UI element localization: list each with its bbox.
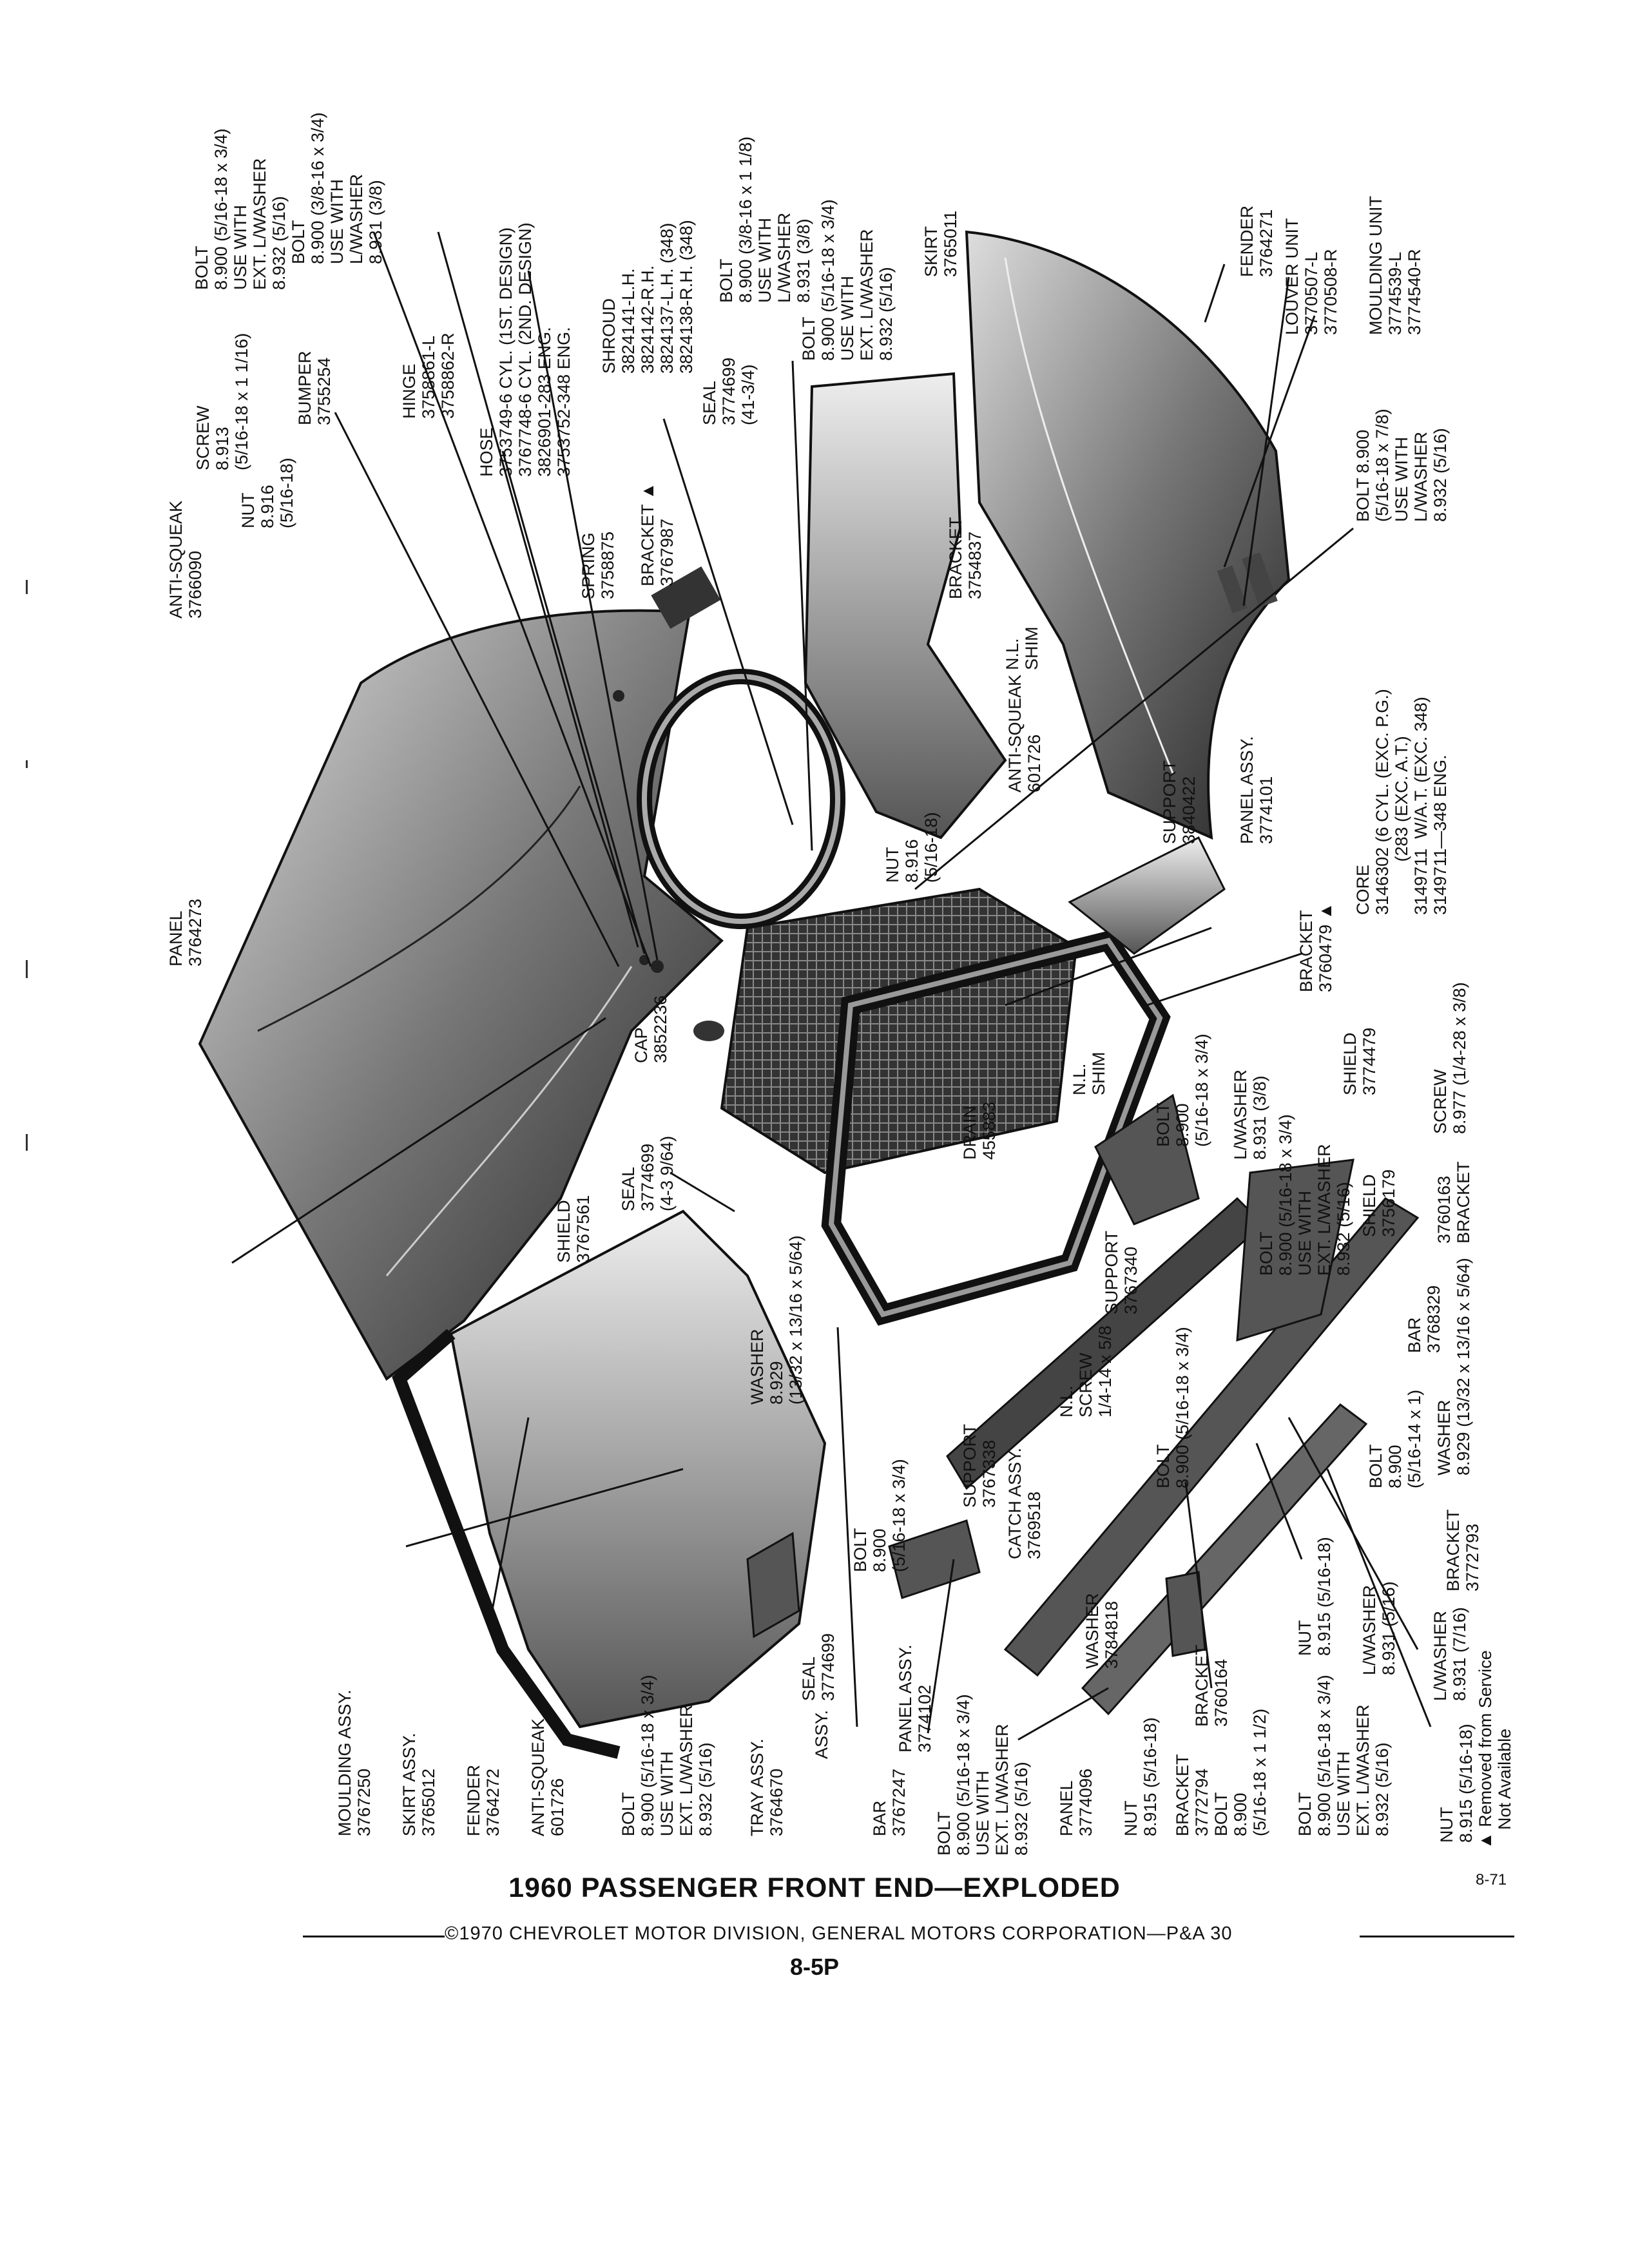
label-antisqueak-601726-top: ANTI-SQUEAK 601726	[1005, 674, 1044, 793]
label-bracket-3760163: 3760163 BRACKET	[1434, 1161, 1473, 1244]
label-seal-bottom: SEAL 3774699	[799, 1633, 838, 1701]
label-bolt-bottom2: BOLT 8.900 (5/16-18 x 3/4) USE WITH EXT.…	[934, 1694, 1031, 1856]
label-shield-3756179: SHIELD 3756179	[1360, 1169, 1398, 1237]
label-bolt-mid: BOLT 8.900 (5/16-18 x 3/4)	[1153, 1033, 1211, 1147]
label-bracket-3760479: BRACKET 3760479 ▲	[1296, 902, 1335, 992]
label-nut-bottom2: NUT 8.915 (5/16-18)	[1437, 1724, 1476, 1843]
label-nut-bottom: NUT 8.915 (5/16-18)	[1121, 1717, 1160, 1836]
leader-lines	[231, 231, 1432, 1741]
label-bumper: BUMPER 3755254	[295, 351, 334, 425]
fender-right	[965, 230, 1291, 840]
scan-mark	[26, 580, 28, 594]
label-skirt-bottom: SKIRT ASSY. 3765012	[400, 1733, 438, 1836]
label-fender-top: FENDER 3764271	[1237, 205, 1276, 277]
label-bolt-top: BOLT 8.900 (5/16-18 x 3/4) USE WITH EXT.…	[192, 128, 289, 290]
page-code: 8-71	[1476, 1871, 1507, 1888]
label-shield-3774479: SHIELD 3774479	[1340, 1027, 1379, 1095]
label-antisqueak-bottom: ANTI-SQUEAK 601726	[528, 1718, 567, 1836]
label-skirt: SKIRT 3765011	[921, 210, 960, 277]
label-panel-3774096: PANEL 3774096	[1057, 1768, 1095, 1836]
footer-rule-left	[303, 1936, 445, 1937]
footer-copyright: ©1970 CHEVROLET MOTOR DIVISION, GENERAL …	[445, 1923, 1233, 1944]
page-number: 8-5P	[789, 1954, 840, 1980]
label-nut-top: NUT 8.916 (5/16-18)	[238, 457, 296, 528]
label-assy: ASSY.	[812, 1709, 831, 1759]
label-support-3767338: SUPPORT 3767338	[960, 1423, 999, 1508]
fender-left	[392, 1209, 827, 1759]
label-support-3767340: SUPPORT 3767340	[1102, 1230, 1141, 1314]
label-moulding: MOULDING ASSY. 3767250	[335, 1689, 374, 1836]
label-bolt-bottom3: BOLT 8.900 (5/16-18 x 3/4) USE WITH EXT.…	[1295, 1675, 1392, 1836]
label-antisqueak-top: ANTI-SQUEAK 3766090	[166, 500, 205, 619]
label-cap: CAP 3852236	[631, 995, 670, 1063]
label-washer-929-right: WASHER 8.929 (13/32 x 13/16 x 5/64)	[1434, 1258, 1473, 1475]
label-bolt-bottom1: BOLT 8.900 (5/16-18 x 3/4) USE WITH EXT.…	[619, 1675, 715, 1836]
label-screw-top: SCREW 8.913 (5/16-18 x 1 1/16)	[193, 332, 251, 470]
label-bar-3767247: BAR 3767247	[870, 1768, 909, 1836]
label-washer-3784818: WASHER 3784818	[1083, 1593, 1121, 1669]
label-spring: SPRING 3758875	[579, 531, 617, 599]
label-panel-3774102: PANEL ASSY. 3774102	[896, 1644, 934, 1753]
label-seal-top: SEAL 3774699 (41-3/4)	[700, 357, 758, 425]
label-moulding-unit: MOULDING UNIT 3774539-L 3774540-R	[1366, 196, 1424, 335]
label-bolt-top2: BOLT 8.900 (3/8-16 x 3/4) USE WITH L/WAS…	[289, 112, 385, 264]
scan-mark	[26, 760, 28, 768]
page-title: 1960 PASSENGER FRONT END—EXPLODED	[508, 1872, 1121, 1903]
radiator-core	[720, 887, 1078, 1175]
label-drain: DRAIN 455883	[960, 1101, 999, 1160]
label-lwasher-931b: L/WASHER 8.931 (7/16)	[1431, 1607, 1469, 1701]
label-nl-screw: N.L. SCREW 1/4-14 x 5/8	[1057, 1325, 1115, 1418]
label-hose: HOSE 3753749-6 CYL. (1ST. DESIGN) 376774…	[477, 222, 574, 477]
label-bracket-3772794: BRACKET 3772794 BOLT 8.900 (5/16-18 x 1 …	[1173, 1708, 1269, 1836]
label-bolt-right: BOLT 8.900 (5/16-18 x 7/8) USE WITH L/WA…	[1353, 408, 1450, 522]
label-screw-977: SCREW 8.977 (1/4-28 x 3/8)	[1431, 982, 1469, 1134]
label-nl-shim-top: N.L. SHIM	[1003, 626, 1041, 671]
label-washer-929-left: WASHER 8.929 (13/32 x 13/16 x 5/64)	[747, 1235, 805, 1405]
scan-mark	[26, 1134, 28, 1151]
label-shield-3767561: SHIELD 3767561	[554, 1195, 593, 1263]
legend: ▲ Removed from Service Not Available	[1476, 1650, 1514, 1849]
label-bolt-bar2: BOLT 8.900 (5/16-14 x 1)	[1366, 1389, 1424, 1488]
label-catch: CATCH ASSY. 3769518	[1005, 1447, 1044, 1559]
label-bracket-3754837: BRACKET 3754837	[946, 517, 985, 599]
label-lwasher-931: L/WASHER 8.931 (5/16)	[1360, 1581, 1398, 1675]
label-bracket-3772793: BRACKET 3772793	[1443, 1509, 1482, 1591]
label-bolt-shroud2: BOLT 8.900 (5/16-18 x 3/4) USE WITH EXT.…	[799, 199, 896, 361]
lower-bars	[946, 1196, 1420, 1716]
label-panel-3774101: PANEL ASSY. 3774101	[1237, 736, 1276, 844]
label-shroud: SHROUD 3824141-L.H. 3824142-R.H. 3824137…	[599, 220, 696, 374]
label-bracket-top: BRACKET ▲ 3767987	[638, 482, 677, 586]
label-nut-middle: NUT 8.916 (5/16-18)	[883, 812, 941, 883]
skirt-right	[804, 372, 1007, 840]
label-support-3840422: SUPPORT 3840422	[1160, 760, 1199, 844]
shroud	[637, 669, 845, 929]
label-fender-bottom: FENDER 3764272	[464, 1764, 503, 1836]
label-seal-mid: SEAL 3774699 (4-3 9/64)	[619, 1135, 677, 1211]
label-nl-shim-mid: N.L. SHIM	[1070, 1052, 1108, 1096]
label-hinge: HINGE 3758861-L 3758862-R	[400, 332, 458, 419]
label-bolt-mid2: BOLT 8.900 (5/16-18 x 3/4) USE WITH EXT.…	[1257, 1114, 1353, 1276]
footer-rule-right	[1360, 1936, 1514, 1937]
hood-panel	[198, 609, 724, 1381]
label-nut-915: NUT 8.915 (5/16-18)	[1295, 1537, 1334, 1656]
label-bolt-catch: BOLT 8.900 (5/16-18 x 3/4)	[851, 1459, 909, 1572]
label-core: CORE 3146302 (6 CYL. (EXC. P.G.) (283 (E…	[1353, 689, 1450, 915]
small-parts	[613, 552, 1354, 1657]
label-bracket-3760164: BRACKET 3760164	[1192, 1644, 1231, 1727]
label-louver: LOUVER UNIT 3770507-L 3770508-R	[1282, 218, 1340, 335]
label-panel-hood: PANEL 3764273	[166, 898, 205, 966]
radiator-support	[821, 929, 1171, 1326]
label-bolt-bar: BOLT 8.900 (5/16-18 x 3/4)	[1153, 1327, 1192, 1488]
scan-mark	[26, 960, 28, 978]
label-tray: TRAY ASSY. 3764670	[747, 1738, 786, 1836]
